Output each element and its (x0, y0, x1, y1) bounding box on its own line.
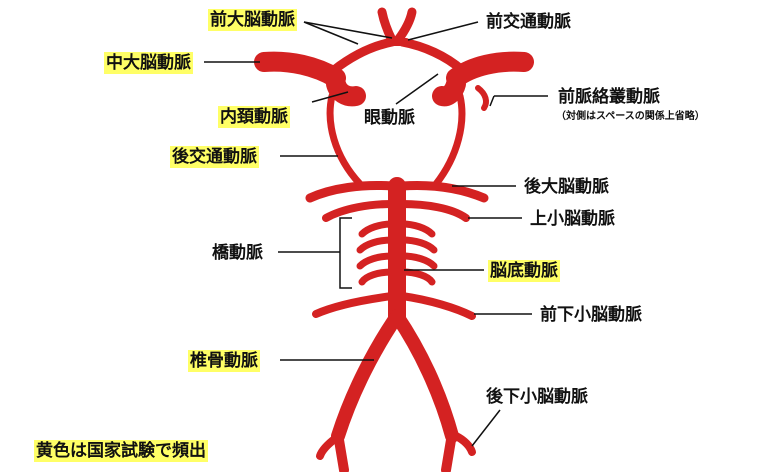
label-posterior-cerebral-artery: 後大脳動脈 (524, 177, 609, 197)
label-posterior-communicating-artery: 後交通動脈 (170, 146, 259, 168)
middle-cerebral-artery-right (446, 51, 534, 88)
label-pontine-arteries: 橋動脈 (212, 243, 263, 263)
label-posterior-inferior-cerebellar-artery: 後下小脳動脈 (486, 387, 588, 407)
posterior-inferior-cerebellar-artery-left (316, 434, 340, 460)
label-basilar-artery: 脳底動脈 (488, 260, 560, 282)
note-anterior-choroidal: （対側はスペースの関係上省略） (556, 111, 705, 122)
posterior-cerebral-artery-left (305, 181, 397, 203)
superior-cerebellar-artery-left (322, 200, 396, 222)
vertebral-artery-left (331, 309, 404, 443)
posterior-communicating-artery-right (432, 92, 466, 188)
a1-segment-right (397, 37, 467, 75)
artery-shapes (254, 7, 534, 472)
label-anterior-communicating-artery: 前交通動脈 (486, 12, 571, 32)
posterior-cerebral-artery-right (397, 181, 489, 203)
internal-carotid-artery-right (432, 74, 466, 107)
label-anterior-choroidal-artery: 前脈絡叢動脈 (558, 87, 660, 107)
label-anterior-cerebral-artery: 前大脳動脈 (208, 9, 297, 31)
vertebral-artery-right (390, 309, 459, 443)
posterior-inferior-cerebellar-artery-right (452, 432, 476, 456)
label-superior-cerebellar-artery: 上小脳動脈 (530, 209, 615, 229)
anterior-cerebral-artery-right (393, 7, 417, 45)
leader-lines (204, 21, 548, 447)
label-ophthalmic-artery: 眼動脈 (364, 108, 415, 128)
posterior-communicating-artery-left (326, 92, 364, 188)
pontine-bracket (339, 217, 352, 289)
middle-cerebral-artery-left (254, 51, 346, 88)
legend-note: 黄色は国家試験で頻出 (34, 440, 208, 462)
vertebral-artery-left-end (333, 429, 349, 472)
anterior-inferior-cerebellar-artery-left (312, 292, 396, 318)
superior-cerebellar-artery-right (398, 200, 470, 222)
vertebral-artery-right-end (441, 429, 457, 472)
label-middle-cerebral-artery: 中大脳動脈 (104, 52, 193, 74)
anterior-inferior-cerebellar-artery-right (398, 292, 476, 320)
label-vertebral-artery: 椎骨動脈 (188, 350, 260, 372)
a1-segment-left (329, 37, 397, 75)
anterior-choroidal-artery (475, 85, 489, 111)
label-internal-carotid-artery: 内頚動脈 (218, 106, 290, 128)
label-anterior-inferior-cerebellar-artery: 前下小脳動脈 (540, 305, 642, 325)
